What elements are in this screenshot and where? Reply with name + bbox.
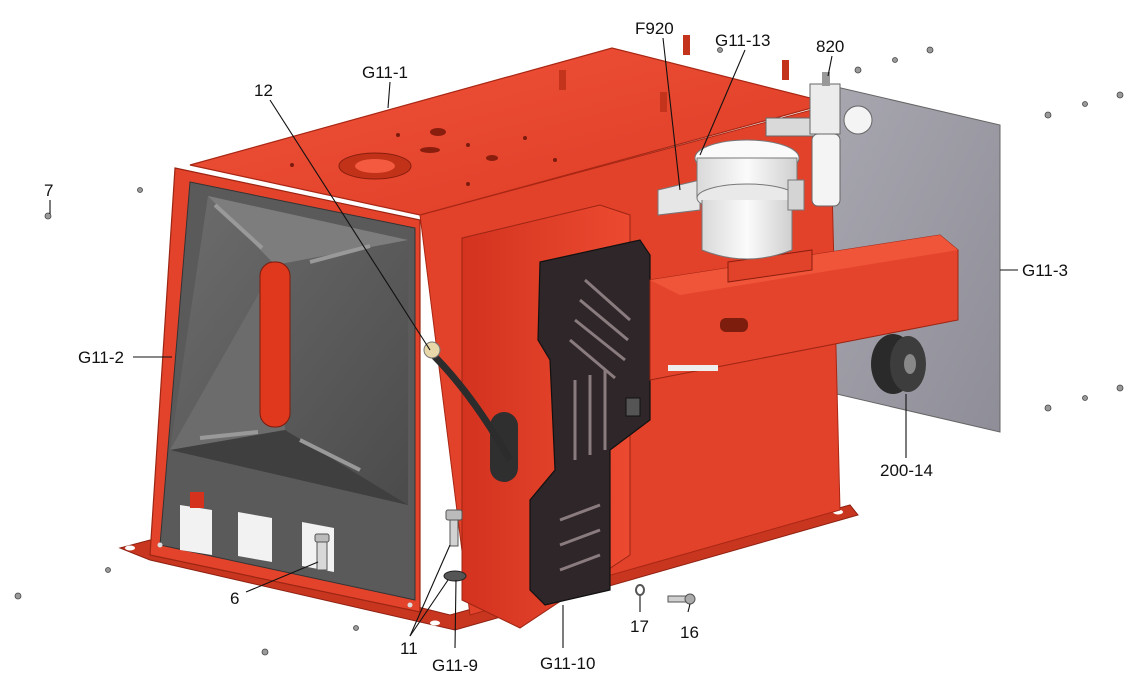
leader-lines [49,37,1018,649]
wheel-200-14 [871,334,926,394]
housing-top [189,35,833,216]
ring-part-17 [635,584,645,596]
label-6: 6 [230,589,239,608]
callout-labels: G11-1 G11-2 G11-3 G11-9 G11-10 G11-13 F9… [44,19,1068,675]
regulator-820 [765,72,873,207]
front-frame [149,167,421,613]
label-12: 12 [254,81,273,100]
label-17: 17 [630,617,649,636]
bolt-part-16 [667,593,696,605]
label-f920: F920 [635,19,674,38]
loose-hardware [14,46,1124,656]
filter-cup [657,139,805,260]
label-g11-9: G11-9 [432,656,478,675]
label-g11-2: G11-2 [78,348,124,367]
label-820: 820 [816,37,844,56]
label-g11-3: G11-3 [1022,261,1068,280]
label-7: 7 [44,181,53,200]
support-arm [649,234,959,381]
label-g11-10: G11-10 [540,654,595,673]
label-200-14: 200-14 [880,461,933,480]
bolt-part-6 [314,533,330,571]
label-g11-13: G11-13 [715,31,770,50]
label-11: 11 [400,639,418,658]
console-pad-g11-10 [529,239,651,606]
screw-11 [445,509,463,547]
label-16: 16 [680,623,699,642]
label-g11-1: G11-1 [362,63,408,82]
washer-g11-9 [443,570,467,582]
